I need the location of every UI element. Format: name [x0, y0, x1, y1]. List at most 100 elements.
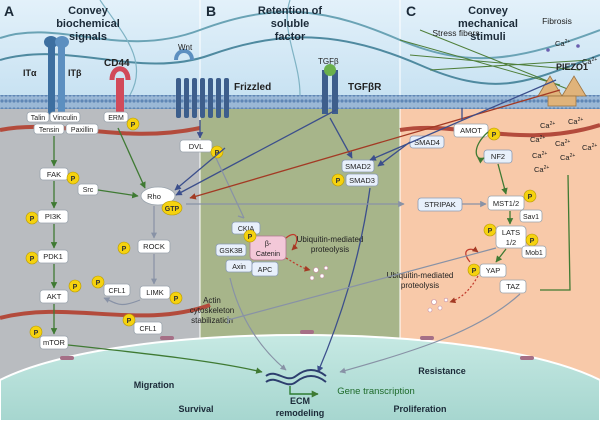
phospho-mtor — [29, 325, 43, 339]
sav1-node — [519, 209, 543, 223]
fibrosis-label: Fibrosis — [542, 16, 572, 26]
mtor-node — [39, 335, 69, 350]
svg-text:P: P — [127, 318, 132, 325]
svg-text:P: P — [71, 176, 76, 183]
svg-text:ERM: ERM — [108, 115, 124, 122]
frizzled-receptor — [176, 78, 229, 118]
svg-text:Axin: Axin — [232, 264, 246, 271]
svg-text:P: P — [530, 238, 535, 245]
svg-text:YAP: YAP — [486, 266, 500, 275]
taz-node — [499, 279, 527, 294]
svg-text:GSK3B: GSK3B — [219, 248, 243, 255]
beta-catenin-node — [249, 235, 287, 261]
svg-text:CKIA: CKIA — [238, 226, 255, 233]
nucleus — [0, 334, 600, 422]
frizzled-label: Frizzled — [234, 82, 271, 93]
svg-text:GTP: GTP — [165, 206, 180, 213]
svg-text:Ca2+: Ca2+ — [534, 165, 549, 174]
svg-text:P: P — [30, 256, 35, 263]
phospho-mst — [523, 189, 537, 203]
ecm-fiber — [0, 36, 600, 85]
svg-text:Talin: Talin — [31, 115, 46, 122]
cfl1-node-b — [133, 321, 163, 335]
svg-text:TAZ: TAZ — [506, 282, 520, 291]
fak-node — [39, 167, 69, 181]
svg-text:LATS: LATS — [502, 228, 520, 237]
actin-stabilization-label: Actin — [203, 296, 221, 305]
svg-text:LIMK: LIMK — [146, 288, 164, 297]
extracellular-space — [0, 0, 600, 95]
svg-text:P: P — [336, 178, 341, 185]
svg-text:NF2: NF2 — [491, 152, 505, 161]
migration-outcome: Migration — [134, 380, 175, 390]
panel-c-arrows — [462, 131, 571, 291]
svg-text:Catenin: Catenin — [256, 251, 280, 258]
svg-text:DVL: DVL — [189, 142, 204, 151]
svg-text:P: P — [34, 330, 39, 337]
amot-node — [453, 123, 489, 138]
resistance-outcome: Resistance — [418, 366, 466, 376]
wnt-ligand — [174, 49, 194, 61]
svg-text:P: P — [122, 246, 127, 253]
gsk3b-node — [215, 243, 247, 257]
svg-text:P: P — [472, 268, 477, 275]
paxillin-node — [65, 123, 99, 135]
phospho-akt — [68, 279, 82, 293]
nf2-node — [483, 149, 513, 164]
svg-text:biochemical: biochemical — [56, 18, 120, 30]
proteolysis-fragments-c — [427, 297, 449, 313]
svg-text:AKT: AKT — [47, 292, 62, 301]
svg-text:APC: APC — [258, 267, 272, 274]
cd44-receptor — [109, 66, 131, 120]
svg-text:Ca2+: Ca2+ — [555, 139, 570, 148]
phospho-fak — [66, 171, 80, 185]
svg-text:mTOR: mTOR — [43, 338, 66, 347]
phospho-rock — [117, 241, 131, 255]
ubiquitin-label-c: Ubiquitin-mediated — [387, 271, 454, 280]
gene-transcription-label: Gene transcription — [337, 386, 415, 397]
phospho-limk — [169, 291, 183, 305]
panel-c-title: Convey — [468, 5, 509, 17]
proliferation-outcome: Proliferation — [393, 404, 446, 414]
piezo1-label: PIEZO1 — [556, 62, 588, 72]
svg-text:Paxillin: Paxillin — [71, 127, 93, 134]
cd44-label: CD44 — [104, 58, 130, 69]
stress-fibers — [399, 29, 591, 91]
svg-text:Ca2+: Ca2+ — [540, 121, 555, 130]
svg-text:cytoskeleton: cytoskeleton — [190, 306, 234, 315]
dna-strand — [265, 369, 327, 380]
ecm-fiber — [0, 10, 600, 60]
rock-node — [137, 239, 171, 254]
panel-b-title: Retention of — [258, 5, 322, 17]
svg-text:PDK1: PDK1 — [43, 252, 63, 261]
tgfb-label: TGFβ — [318, 57, 339, 66]
phospho-smad — [331, 173, 345, 187]
svg-text:Tensin: Tensin — [39, 127, 59, 134]
panel-a-letter: A — [4, 3, 14, 19]
svg-text:Ca2+: Ca2+ — [560, 153, 575, 162]
svg-text:Ca2+: Ca2+ — [582, 57, 597, 66]
svg-text:factor: factor — [275, 31, 306, 43]
svg-text:P: P — [492, 132, 497, 139]
akt-node — [39, 289, 69, 304]
talin-node — [26, 111, 50, 123]
pi3k-node — [37, 209, 69, 224]
svg-text:Src: Src — [83, 187, 94, 194]
svg-text:SMAD2: SMAD2 — [345, 162, 371, 171]
nuclear-pores — [60, 330, 534, 360]
yap-node — [479, 263, 507, 278]
panel-a-arrows — [50, 127, 263, 374]
pdk1-node — [37, 249, 69, 264]
phospho-cfl1-b — [122, 313, 136, 327]
smad3-node — [345, 173, 379, 187]
phospho-bcatenin — [243, 229, 257, 243]
survival-outcome: Survival — [178, 404, 213, 414]
integrin-receptor — [44, 36, 69, 115]
svg-text:CFL1: CFL1 — [108, 288, 125, 295]
svg-text:P: P — [528, 194, 533, 201]
svg-text:stabilization: stabilization — [191, 316, 233, 325]
itgb-label: ITβ — [68, 68, 82, 78]
svg-text:Ca2+: Ca2+ — [530, 135, 545, 144]
